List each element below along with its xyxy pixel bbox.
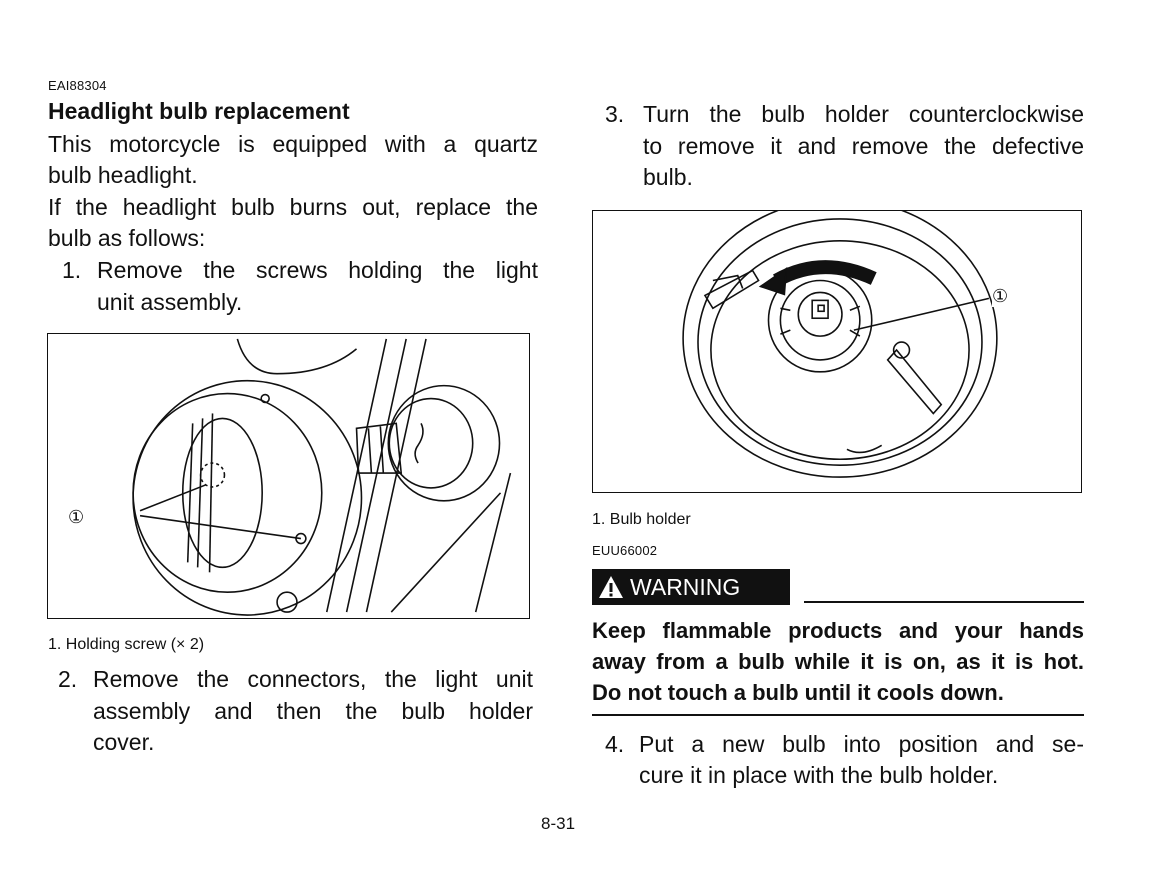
step-3-line-2: to remove it and remove the defective	[643, 133, 1084, 159]
page-number: 8-31	[541, 814, 576, 833]
step-4-line-2: cure it in place with the bulb holder.	[639, 762, 999, 788]
figure-1-caption: 1. Holding screw (× 2)	[48, 636, 205, 653]
warning-line-3: Do not touch a bulb until it cools down.	[592, 680, 1004, 705]
step-3-line-3: bulb.	[643, 164, 693, 190]
step-3-line-1: Turn the bulb holder counterclockwise	[643, 101, 1084, 127]
step-4-number: 4.	[605, 731, 625, 757]
step-3-number: 3.	[605, 101, 625, 127]
step-1-line-1: Remove the screws holding the light	[97, 257, 538, 283]
figure-1-callout: ①	[68, 507, 85, 528]
step-2-number: 2.	[58, 666, 78, 692]
figure-2-callout: ①	[992, 286, 1009, 307]
section-code: EAI88304	[48, 78, 107, 93]
bulb-holder-illustration	[592, 210, 1082, 493]
warning-label: WARNING	[630, 573, 741, 600]
warning-line-2: away from a bulb while it is on, as it i…	[592, 649, 1084, 674]
warning-badge: WARNING	[592, 569, 790, 605]
section-heading: Headlight bulb replacement	[48, 98, 350, 124]
warning-top-rule	[804, 601, 1084, 603]
intro-line-1: This motorcycle is equipped with a quart…	[48, 131, 538, 157]
step-2-line-3: cover.	[93, 729, 155, 755]
intro-line-3: If the headlight bulb burns out, replace…	[48, 194, 538, 220]
step-2-line-2: assembly and then the bulb holder	[93, 698, 533, 724]
intro-line-4: bulb as follows:	[48, 225, 206, 251]
warning-triangle-icon	[599, 576, 623, 598]
warning-line-1: Keep flammable products and your hands	[592, 618, 1084, 643]
warning-code: EUU66002	[592, 543, 658, 558]
headlight-illustration	[47, 333, 530, 619]
step-4-line-1: Put a new bulb into position and se-	[639, 731, 1084, 757]
step-1-line-2: unit assembly.	[97, 289, 243, 315]
step-1-number: 1.	[62, 257, 82, 283]
figure-2-caption: 1. Bulb holder	[592, 511, 691, 528]
intro-line-2: bulb headlight.	[48, 162, 198, 188]
step-2-line-1: Remove the connectors, the light unit	[93, 666, 533, 692]
warning-bottom-rule	[592, 714, 1084, 716]
